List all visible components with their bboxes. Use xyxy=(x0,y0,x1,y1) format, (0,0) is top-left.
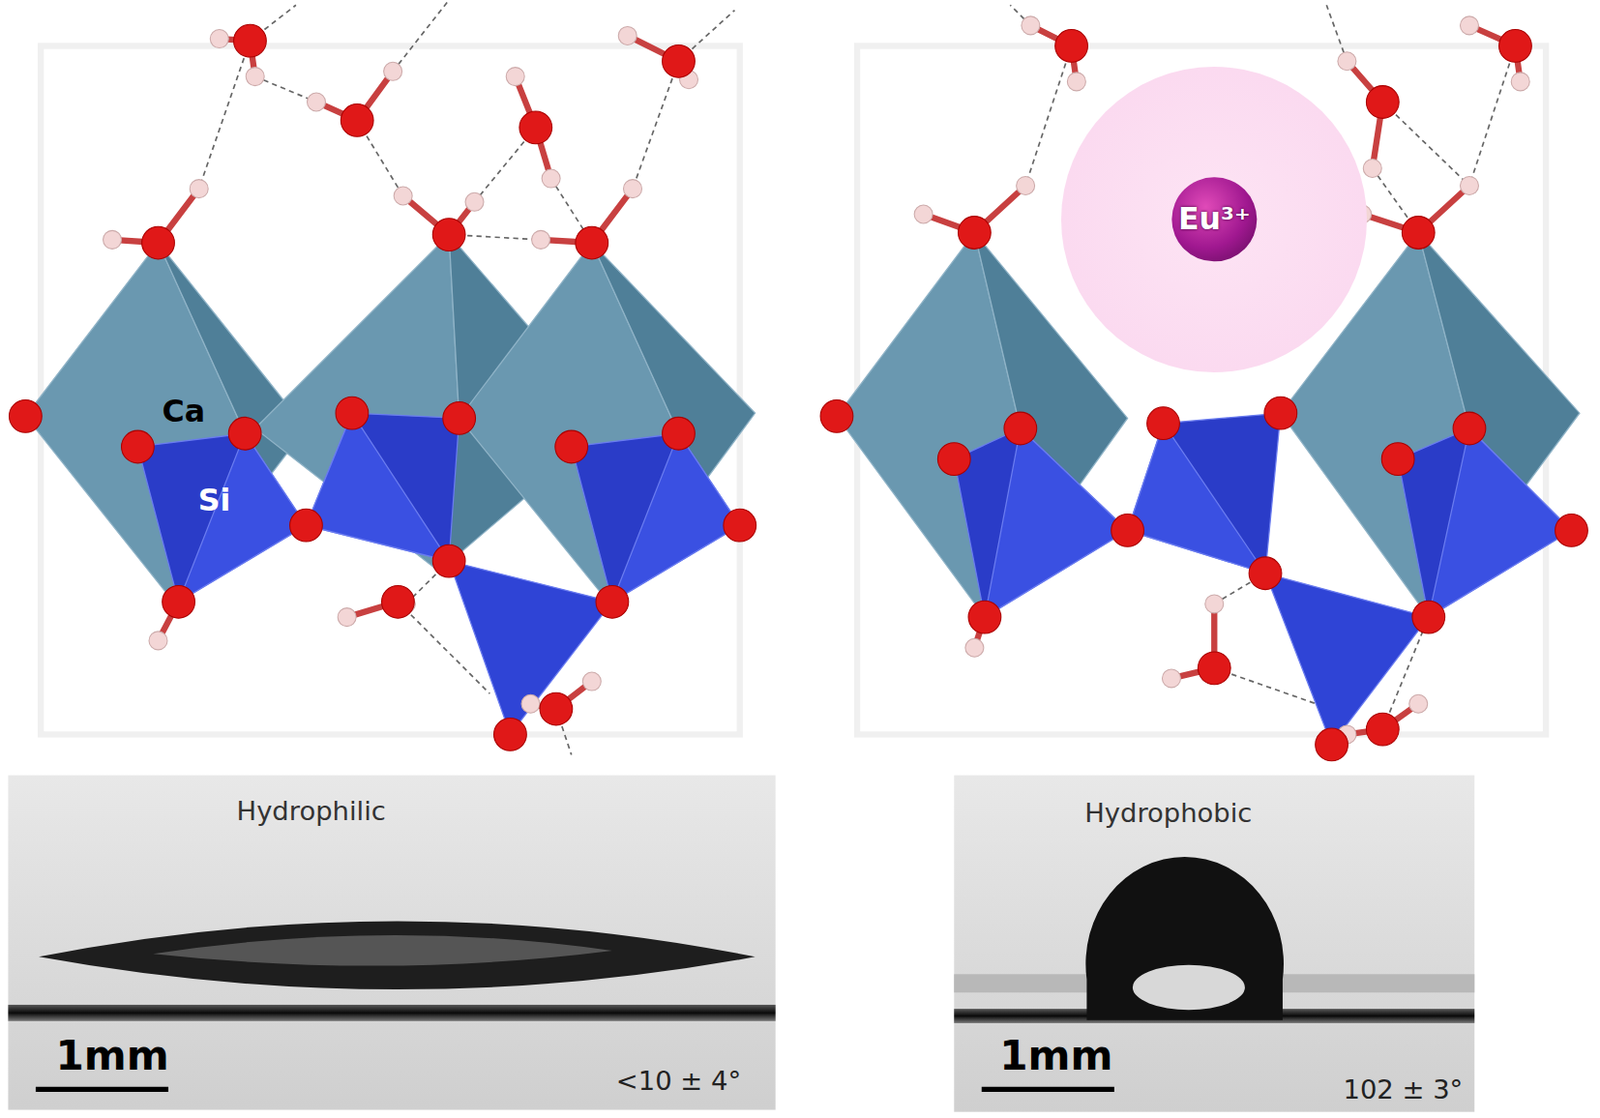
angle-value: <10 ± 4° xyxy=(616,1066,741,1097)
ion-label: Eu³⁺ xyxy=(1172,177,1257,262)
si-tetrahedra xyxy=(137,413,740,735)
scale-label: 1mm xyxy=(999,1034,1113,1079)
angle-value: 102 ± 3° xyxy=(1342,1074,1463,1104)
atom-label: Ca xyxy=(162,394,207,429)
wetting-label: Hydrophilic xyxy=(237,797,386,827)
wetting-label: Hydrophobic xyxy=(1084,799,1252,829)
contact-angle-photo xyxy=(953,775,1475,1113)
photo-panel: Hydrophilic 1mm <10 ± 4° xyxy=(7,775,775,1111)
ion-halo: Eu³⁺ xyxy=(1061,66,1367,373)
oxygen-atoms xyxy=(8,24,1588,762)
scale-label: 1mm xyxy=(55,1034,169,1079)
oh-bonds xyxy=(112,25,1521,735)
contact-angle-photo xyxy=(7,775,775,1111)
photo-panel: Hydrophobic 1mm 102 ± 3° xyxy=(953,775,1475,1113)
atom-label: Si xyxy=(198,482,232,517)
ca-octahedra xyxy=(25,235,755,608)
si-tetrahedra xyxy=(953,413,1571,745)
hydrogen-atoms xyxy=(103,16,1531,744)
